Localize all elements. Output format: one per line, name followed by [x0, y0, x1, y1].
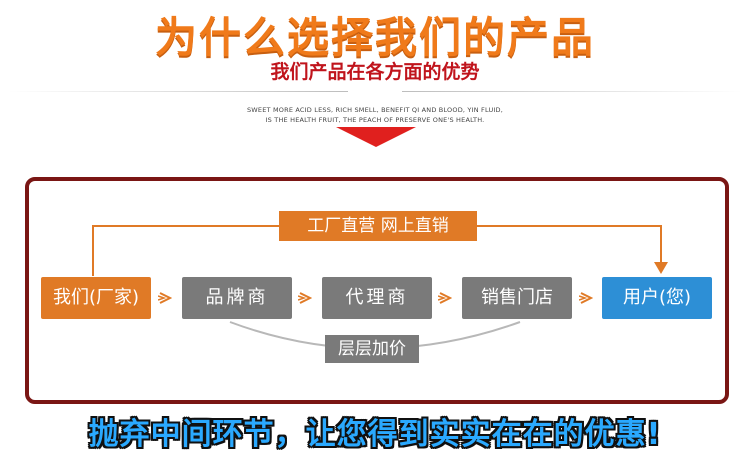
chevron-right-icon	[298, 292, 312, 304]
page-subtitle: 我们产品在各方面的优势	[270, 61, 480, 83]
divider-right	[402, 91, 742, 92]
direct-sales-label: 工厂直营 网上直销	[279, 211, 477, 241]
node-brand: 品牌商	[182, 277, 292, 319]
english-text-line2: IS THE HEALTH FRUIT, THE PEACH OF PRESER…	[265, 116, 485, 124]
chevron-right-icon	[579, 292, 593, 304]
chevron-right-icon	[438, 292, 452, 304]
node-store: 销售门店	[462, 277, 572, 319]
node-user: 用户(您)	[602, 277, 712, 319]
node-agent: 代理商	[322, 277, 432, 319]
markup-label: 层层加价	[325, 335, 419, 363]
divider-left	[8, 91, 348, 92]
slogan-text: 抛弃中间环节，让您得到实实在在的优惠!	[88, 417, 662, 452]
node-manufacturer: 我们(厂家)	[41, 277, 151, 319]
arrow-down-icon	[654, 262, 668, 274]
page-title: 为什么选择我们的产品	[154, 13, 595, 62]
english-text-line1: SWEET MORE ACID LESS, RICH SMELL, BENEFI…	[246, 106, 504, 114]
down-triangle-icon	[336, 127, 416, 147]
chevron-right-icon	[158, 292, 172, 304]
